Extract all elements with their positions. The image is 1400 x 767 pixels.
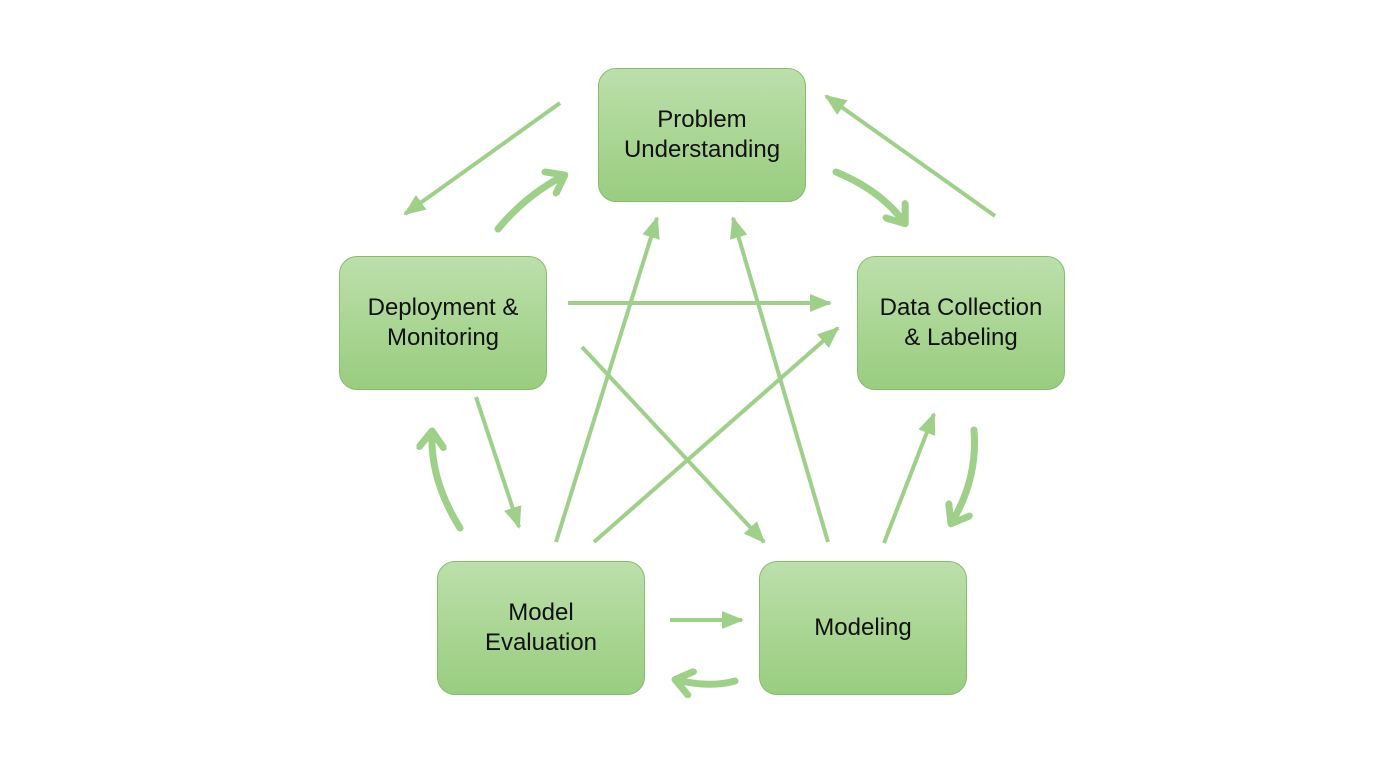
arrow-problem-to-data	[832, 168, 904, 222]
arrow-deployment-to-modeling	[580, 345, 766, 544]
node-problem-understanding: Problem Understanding	[598, 68, 806, 202]
arrow-modeling-to-problem	[729, 216, 830, 543]
arrow-data-to-problem	[824, 94, 997, 218]
arrow-evaluation-to-data	[592, 326, 840, 544]
node-deployment-monitoring: Deployment & Monitoring	[339, 256, 547, 390]
arrow-data-to-modeling	[952, 426, 978, 522]
node-data-collection-labeling-label: Data Collection & Labeling	[879, 294, 1043, 351]
arrow-modeling-to-evaluation	[677, 680, 739, 684]
node-model-evaluation-label: Model Evaluation	[484, 599, 598, 656]
node-problem-understanding-label: Problem Understanding	[623, 106, 781, 163]
arrow-modeling-to-data	[882, 412, 936, 544]
node-modeling-label: Modeling	[814, 614, 912, 641]
node-data-collection-labeling: Data Collection & Labeling	[857, 256, 1065, 390]
arrow-deployment-to-evaluation	[474, 396, 522, 529]
node-model-evaluation: Model Evaluation	[437, 561, 645, 695]
arrow-deployment-to-problem	[494, 176, 563, 233]
arrow-evaluation-to-problem	[554, 216, 660, 543]
node-modeling: Modeling	[759, 561, 967, 695]
arrow-evaluation-to-deployment	[432, 433, 464, 532]
arrow-problem-to-deployment	[403, 101, 562, 216]
node-deployment-monitoring-label: Deployment & Monitoring	[367, 294, 519, 351]
